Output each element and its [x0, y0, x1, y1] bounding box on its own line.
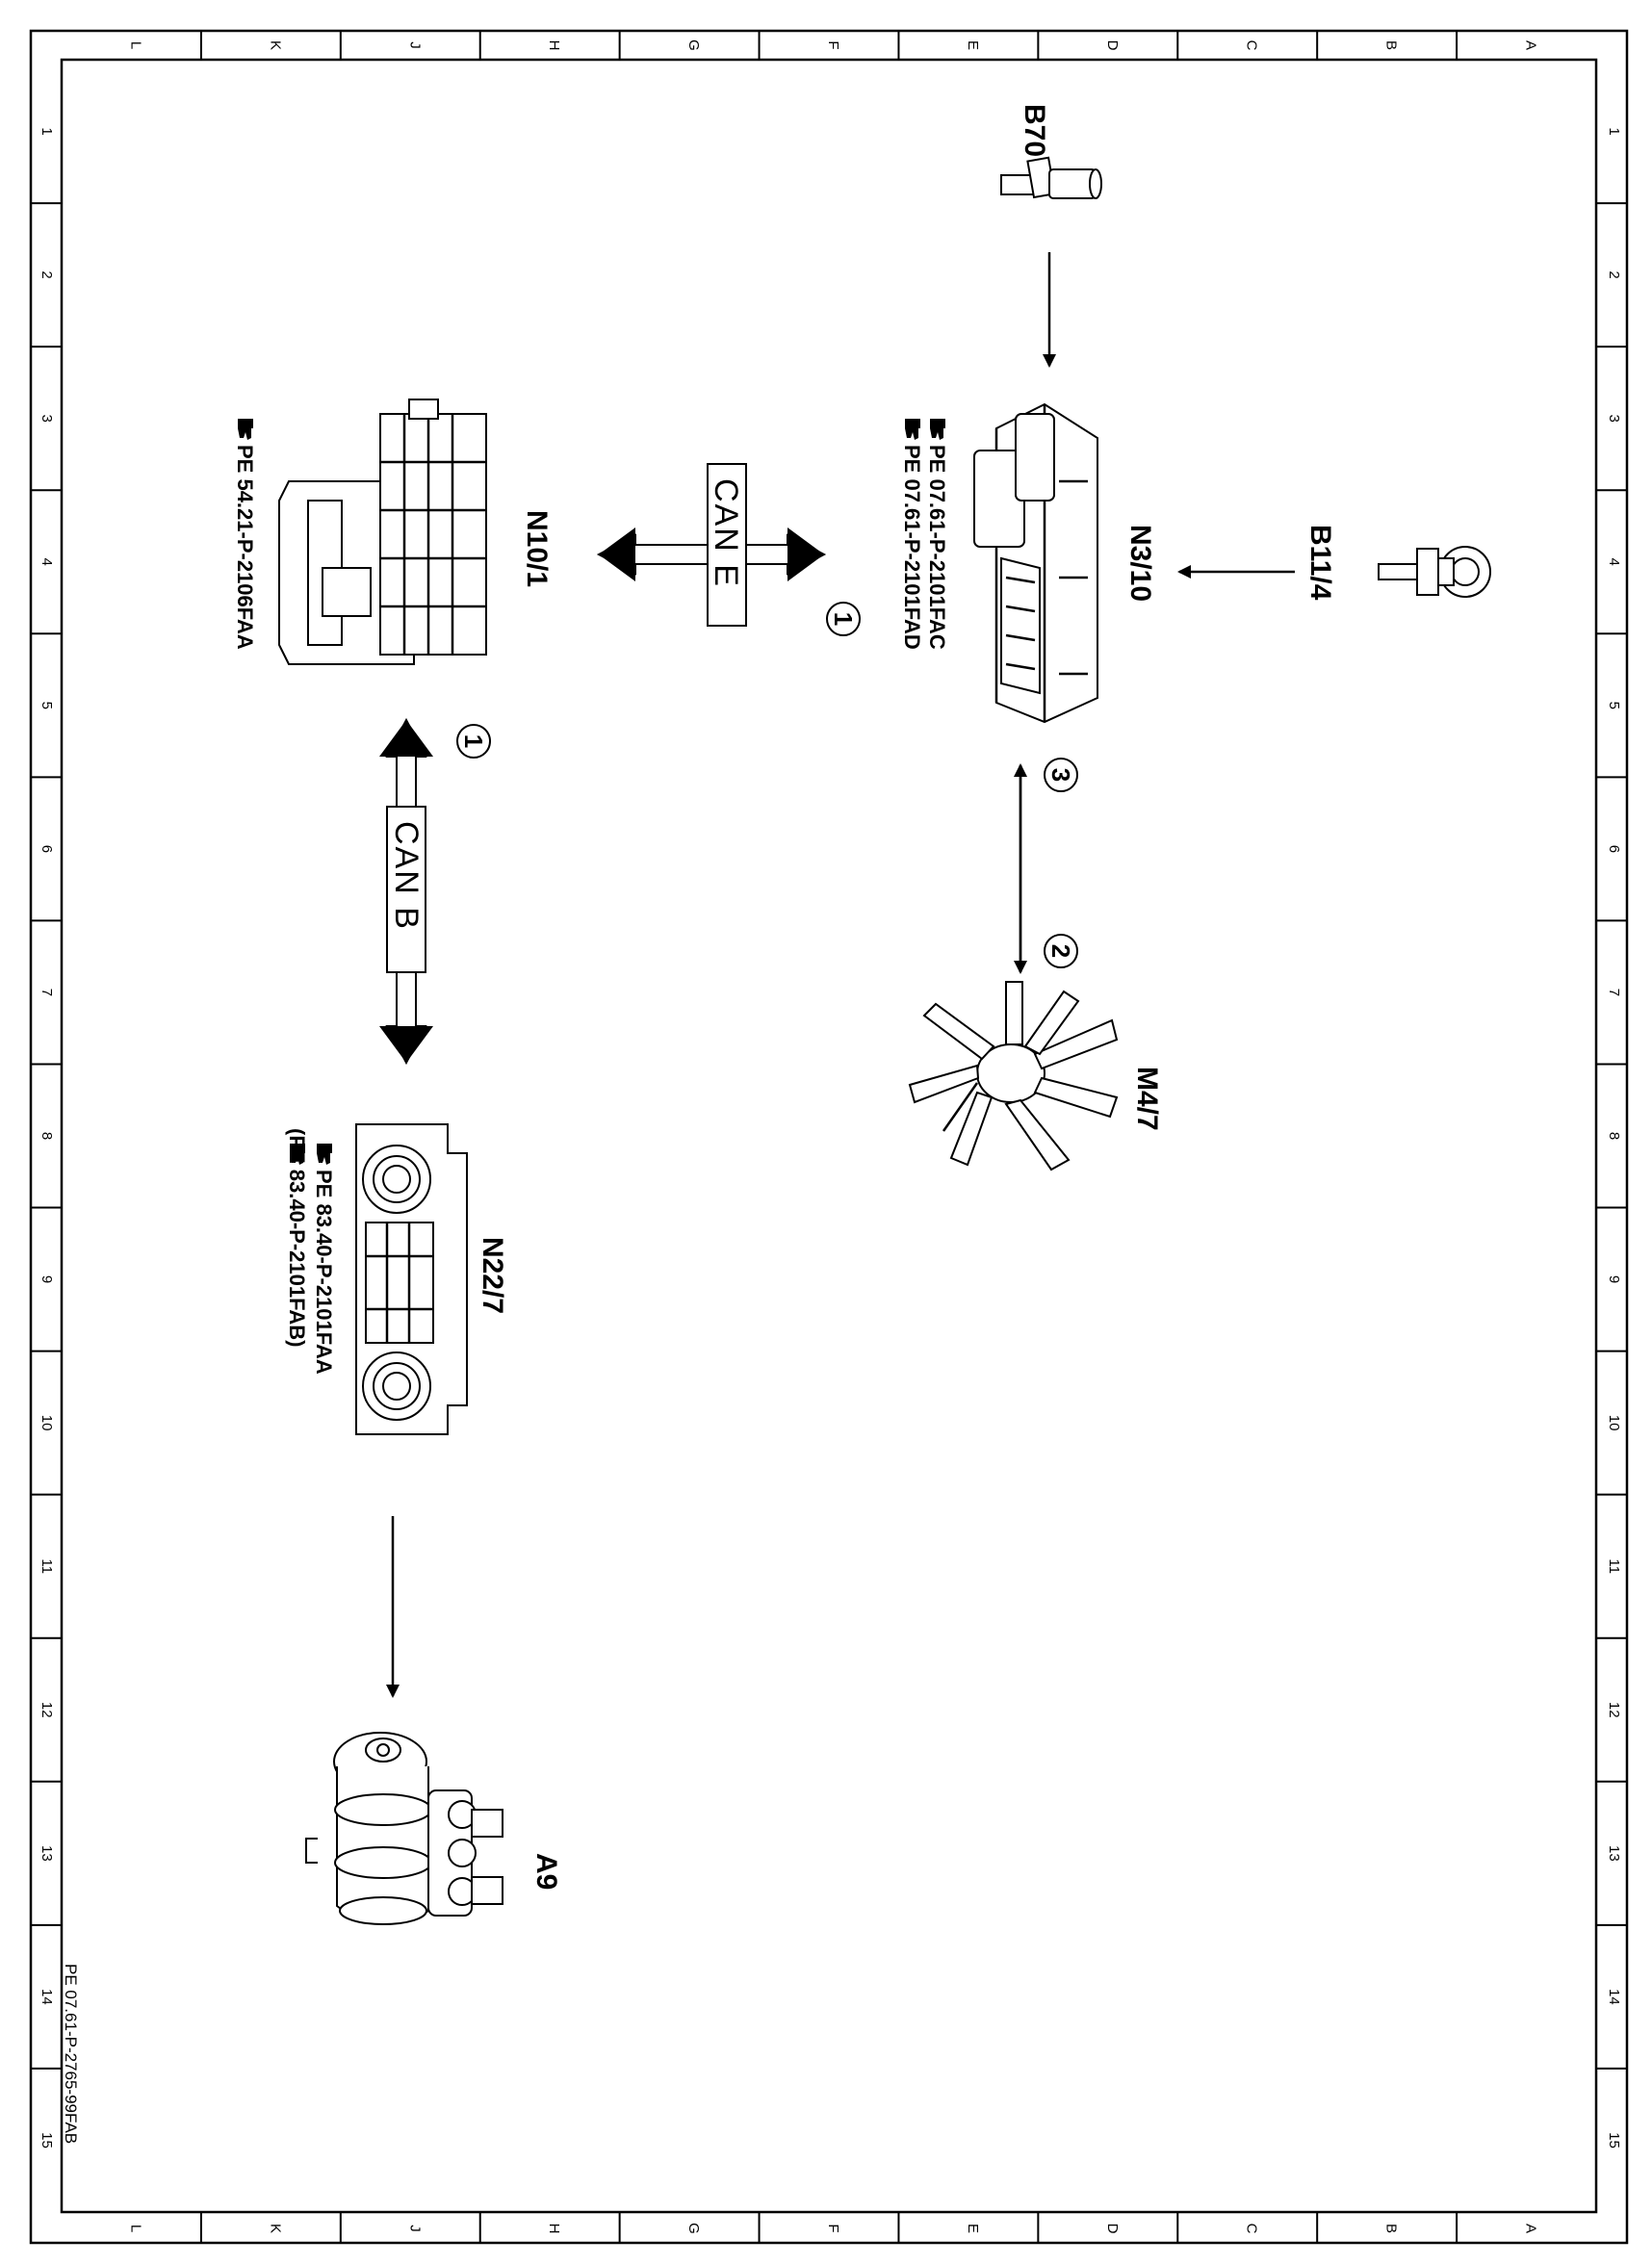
- column-label-f-top: F: [825, 40, 841, 49]
- row-label-13-right: 13: [1606, 1845, 1622, 1862]
- n3-10-ref-1: PE 07.61-P-2101FAC: [925, 445, 949, 650]
- reference-pointing-hand-icon: [930, 419, 945, 440]
- column-label-e-top: E: [965, 40, 981, 50]
- m4-7-fan: [908, 981, 1119, 1171]
- column-grid: A A B B C C D D E E F F G G H H J J K K L L: [127, 31, 1539, 2243]
- border-frame: [29, 29, 1629, 2245]
- column-label-j-bottom: J: [406, 2225, 423, 2232]
- column-label-j-top: J: [406, 41, 423, 49]
- row-label-1-right: 1: [1606, 127, 1622, 135]
- row-label-2-right: 2: [1606, 270, 1622, 278]
- marker-1-can-e: 1: [826, 602, 861, 636]
- marker-2: 2: [1044, 934, 1078, 968]
- n10-1-label: N10/1: [521, 510, 553, 587]
- column-label-k-bottom: K: [267, 2224, 283, 2233]
- column-label-g-top: G: [685, 39, 702, 51]
- marker-3: 3: [1044, 758, 1078, 792]
- n3-10-ecu: [973, 402, 1098, 724]
- row-label-9-left: 9: [39, 1275, 55, 1283]
- b11-4-sensor: [1378, 546, 1491, 598]
- row-label-7-left: 7: [39, 989, 55, 996]
- column-label-l-top: L: [127, 41, 143, 49]
- can-e-bus: [596, 463, 827, 627]
- column-label-h-top: H: [546, 40, 562, 51]
- row-label-10-right: 10: [1606, 1415, 1622, 1431]
- can-b-bus: [379, 717, 433, 1066]
- row-label-3-left: 3: [39, 414, 55, 422]
- column-label-a-bottom: A: [1523, 2224, 1539, 2233]
- svg-text:1: 1: [829, 612, 858, 626]
- reference-pointing-hand-icon: [238, 419, 253, 440]
- column-label-c-top: C: [1244, 40, 1260, 51]
- row-label-13-left: 13: [39, 1845, 55, 1862]
- column-label-k-top: K: [267, 40, 283, 50]
- n10-1-ref-1: PE 54.21-P-2106FAA: [233, 445, 257, 650]
- document-id: PE 07.61-P-2765-99FAB: [62, 1964, 80, 2144]
- n22-7-panel: [355, 1123, 468, 1435]
- row-label-10-left: 10: [39, 1415, 55, 1431]
- n22-7-label: N22/7: [477, 1237, 508, 1314]
- b70-sensor: [1000, 156, 1102, 199]
- row-label-5-left: 5: [39, 702, 55, 709]
- column-label-g-bottom: G: [685, 2223, 702, 2234]
- n10-1-module: [278, 399, 487, 665]
- n22-7-ref-1: PE 83.40-P-2101FAA: [312, 1170, 336, 1375]
- column-label-l-bottom: L: [127, 2225, 143, 2232]
- row-label-1-left: 1: [39, 127, 55, 135]
- reference-pointing-hand-icon: [317, 1144, 332, 1165]
- row-label-14-left: 14: [39, 1989, 55, 2005]
- row-label-6-right: 6: [1606, 845, 1622, 853]
- row-label-4-left: 4: [39, 558, 55, 566]
- a9-label: A9: [530, 1853, 562, 1890]
- row-label-7-right: 7: [1606, 989, 1622, 996]
- row-label-2-left: 2: [39, 270, 55, 278]
- column-label-a-top: A: [1523, 40, 1539, 50]
- row-label-14-right: 14: [1606, 1989, 1622, 2005]
- row-label-5-right: 5: [1606, 702, 1622, 709]
- column-label-h-bottom: H: [546, 2224, 562, 2234]
- svg-text:3: 3: [1046, 768, 1075, 782]
- row-label-8-right: 8: [1606, 1132, 1622, 1140]
- marker-1-can-b: 1: [456, 724, 491, 759]
- row-label-9-right: 9: [1606, 1275, 1622, 1283]
- b70-label: B70: [1019, 104, 1050, 157]
- a9-compressor: [305, 1732, 503, 1925]
- n22-7-ref-2: (PE 83.40-P-2101FAB): [285, 1128, 309, 1347]
- svg-text:1: 1: [459, 734, 488, 748]
- n3-10-label: N3/10: [1124, 525, 1156, 602]
- column-label-f-bottom: F: [825, 2224, 841, 2232]
- row-label-15-right: 15: [1606, 2132, 1622, 2149]
- can-b-label: CAN B: [388, 821, 425, 931]
- row-label-12-left: 12: [39, 1702, 55, 1718]
- column-label-d-top: D: [1104, 40, 1121, 51]
- column-label-c-bottom: C: [1244, 2224, 1260, 2234]
- row-label-8-left: 8: [39, 1132, 55, 1140]
- m4-7-label: M4/7: [1131, 1067, 1163, 1131]
- column-label-d-bottom: D: [1104, 2224, 1121, 2234]
- column-label-b-bottom: B: [1383, 2224, 1400, 2233]
- b11-4-label: B11/4: [1304, 525, 1336, 601]
- row-label-6-left: 6: [39, 845, 55, 853]
- svg-text:2: 2: [1046, 944, 1075, 958]
- n3-10-ref-2: PE 07.61-P-2101FAD: [900, 445, 924, 650]
- reference-pointing-hand-icon: [905, 419, 920, 440]
- row-label-4-right: 4: [1606, 558, 1622, 566]
- row-label-12-right: 12: [1606, 1702, 1622, 1718]
- row-label-3-right: 3: [1606, 414, 1622, 422]
- row-label-11-right: 11: [1606, 1558, 1622, 1574]
- column-label-b-top: B: [1383, 40, 1400, 50]
- can-e-label: CAN E: [708, 478, 744, 588]
- row-label-11-left: 11: [39, 1558, 55, 1574]
- column-label-e-bottom: E: [965, 2224, 981, 2233]
- row-label-15-left: 15: [39, 2132, 55, 2149]
